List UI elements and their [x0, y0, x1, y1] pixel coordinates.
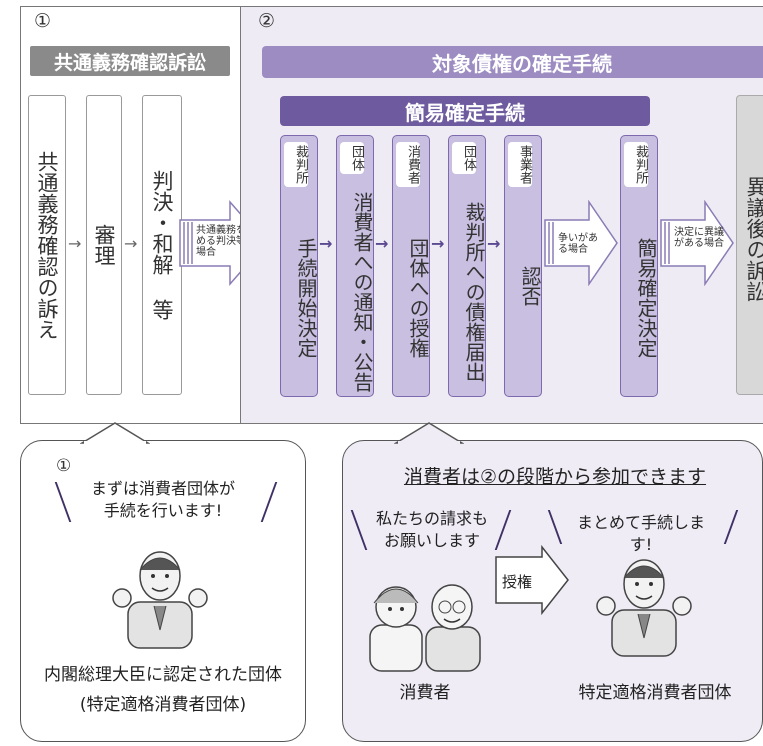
bubble1-speech: まずは消費者団体が手続を行います!: [90, 479, 235, 520]
bubble2-speech-left: 私たちの請求もお願いします: [375, 509, 488, 550]
bubble2-speech-right: まとめて手続します!: [576, 513, 705, 554]
step-approval: 事業者 認否: [504, 135, 542, 397]
step-text: 団体への授権: [406, 238, 430, 358]
step-text: 簡易確定決定: [634, 238, 658, 358]
bubble2-caption-body: 特定適格消費者団体: [578, 683, 732, 703]
actor-label: 裁判所: [284, 142, 308, 187]
actor-label: 消費者: [396, 142, 420, 187]
big-arrow-icon: [660, 200, 734, 286]
panel2-subtitle: 簡易確定手続: [280, 96, 650, 126]
actor-label: 団体: [340, 142, 364, 174]
arrow-icon: →: [124, 234, 138, 253]
actor-label: 団体: [452, 142, 476, 174]
step-text: 手続開始決定: [294, 238, 318, 358]
panel2-title: 対象債権の確定手続: [262, 46, 763, 78]
bubble1-number: ①: [56, 456, 72, 476]
step-text: 裁判所への債権届出: [462, 202, 486, 382]
bubble1-caption-line1: 内閣総理大臣に認定された団体: [44, 665, 282, 685]
arrow-icon: →: [375, 234, 389, 253]
panel1-number: ①: [34, 10, 52, 32]
actor-label: 裁判所: [624, 142, 648, 187]
step-commencement: 裁判所 手続開始決定: [280, 135, 318, 397]
authorization-label: 授権: [502, 573, 533, 591]
bubble1-caption-line2: (特定適格消費者団体): [79, 695, 247, 715]
panel2-number: ②: [258, 10, 276, 32]
arrow-icon: →: [68, 234, 82, 253]
panel1-title: 共通義務確認訴訟: [30, 46, 230, 76]
consumers-illustration: [369, 584, 481, 672]
arrow-note-dispute: 争いがある場合: [558, 233, 598, 255]
step-post-objection-lawsuit: 異議後の訴訟: [736, 95, 763, 395]
arrow-icon: →: [319, 234, 333, 253]
step-text: 異議後の訴訟: [744, 176, 763, 302]
arrow-icon: →: [431, 234, 445, 253]
bubble-pointer: [80, 422, 150, 444]
step-trial: 審理: [86, 95, 122, 395]
arrow-note-objection: 決定に異議がある場合: [674, 227, 724, 249]
step-filing: 団体 裁判所への債権届出: [448, 135, 486, 397]
step-text: 消費者への通知・公告: [350, 192, 374, 392]
arrow-note-judgment: 共通義務を認める判決等の場合: [196, 225, 256, 258]
authorization-arrow-icon: [495, 545, 569, 615]
arrow-icon: →: [487, 234, 501, 253]
group-representative-illustration: [596, 559, 692, 657]
big-arrow-icon: [544, 200, 618, 286]
step-text: 認否: [518, 266, 542, 306]
step-authorization: 消費者 団体への授権: [392, 135, 430, 397]
bubble2-heading: 消費者は②の段階から参加できます: [403, 466, 707, 488]
step-judgment: 判決・和解 等: [142, 95, 182, 395]
step-simple-decision: 裁判所 簡易確定決定: [620, 135, 658, 397]
step-lawsuit: 共通義務確認の訴え: [28, 95, 66, 395]
bubble2-caption-consumer: 消費者: [399, 683, 451, 703]
actor-label: 事業者: [508, 142, 532, 187]
bubble-pointer: [394, 422, 464, 444]
step-notice: 団体 消費者への通知・公告: [336, 135, 374, 397]
group-representative-illustration: [112, 551, 208, 649]
